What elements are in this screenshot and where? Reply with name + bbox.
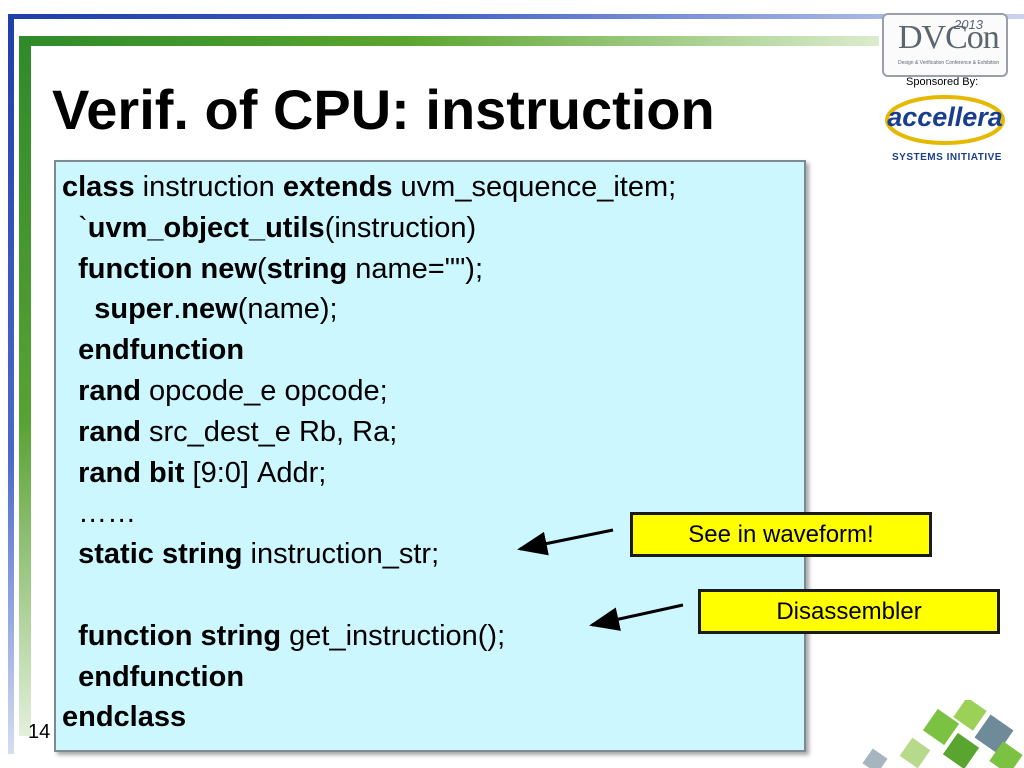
code-keyword: endfunction <box>78 660 245 693</box>
code-line: class instruction extends uvm_sequence_i… <box>62 170 676 204</box>
code-keyword: uvm_object_utils <box>87 211 325 244</box>
slide-frame-left <box>8 14 14 754</box>
code-line: function string get_instruction(); <box>62 619 505 653</box>
code-text: get_instruction(); <box>281 619 506 652</box>
code-text: . <box>173 293 182 326</box>
code-text: opcode_e opcode; <box>140 375 388 407</box>
code-text: ( <box>256 252 267 285</box>
code-line: endfunction <box>62 333 244 367</box>
code-keyword: static string <box>78 538 243 571</box>
slide-frame-left-green <box>19 36 31 736</box>
code-line: static string instruction_str; <box>62 537 439 571</box>
code-text: [9:0] Addr; <box>184 456 327 489</box>
code-line: super.new(name); <box>62 292 338 326</box>
code-text: (instruction) <box>324 211 477 244</box>
code-line: endfunction <box>62 660 244 694</box>
code-text: instruction_str; <box>242 538 440 571</box>
sponsored-by-label: Sponsored By: <box>906 76 979 88</box>
callout-see-in-waveform: See in waveform! <box>630 512 932 557</box>
code-text: instruction <box>134 171 283 203</box>
slide-title: Verif. of CPU: instruction <box>52 78 715 141</box>
code-keyword: function string <box>78 619 282 652</box>
accellera-logo: accellera <box>884 94 1006 146</box>
code-line: …… <box>62 496 136 530</box>
code-line: rand src_dest_e Rb, Ra; <box>62 415 397 449</box>
code-keyword: function new <box>78 252 257 285</box>
accellera-logo-ring-icon <box>885 95 1005 145</box>
code-keyword: super <box>94 293 174 326</box>
code-text: name=""); <box>347 252 484 285</box>
code-text: …… <box>62 497 137 530</box>
callout-disassembler: Disassembler <box>698 589 1000 634</box>
slide-frame-top-green <box>19 36 879 46</box>
code-line: rand opcode_e opcode; <box>62 374 388 408</box>
dvcon-logo: DVCon 2013 Design & Verification Confere… <box>882 13 1008 77</box>
accellera-logo-text: accellera <box>887 102 1003 132</box>
arrow-to-instruction-str <box>517 528 614 556</box>
page-number: 14 <box>28 721 51 743</box>
code-line: rand bit [9:0] Addr; <box>62 456 326 490</box>
code-keyword: extends <box>282 171 393 203</box>
dvcon-logo-tagline: Design & Verification Conference & Exhib… <box>898 60 1000 66</box>
slide-frame-top <box>8 14 1024 19</box>
code-keyword: rand <box>78 415 141 448</box>
dvcon-logo-year: 2013 <box>954 17 983 32</box>
code-block: class instruction extends uvm_sequence_i… <box>54 160 806 752</box>
dvcon-logo-text: DVCon <box>898 19 1000 56</box>
code-keyword: string <box>266 252 348 285</box>
code-line: function new(string name=""); <box>62 252 483 286</box>
code-keyword: endclass <box>62 701 187 734</box>
code-keyword: class <box>62 171 135 203</box>
code-keyword: rand bit <box>78 456 185 489</box>
code-text: src_dest_e Rb, Ra; <box>140 415 398 448</box>
code-text: ` <box>62 211 88 244</box>
systems-initiative-label: SYSTEMS INITIATIVE <box>892 152 1002 163</box>
code-keyword: rand <box>78 375 141 407</box>
code-text: uvm_sequence_item; <box>392 171 677 203</box>
code-keyword: new <box>181 293 238 326</box>
code-line: `uvm_object_utils(instruction) <box>62 211 476 245</box>
code-text: (name); <box>237 293 338 326</box>
code-line: endclass <box>62 700 186 734</box>
code-keyword: endfunction <box>78 334 245 367</box>
arrow-to-get-instruction <box>589 603 684 631</box>
corner-decoration <box>862 700 1023 768</box>
